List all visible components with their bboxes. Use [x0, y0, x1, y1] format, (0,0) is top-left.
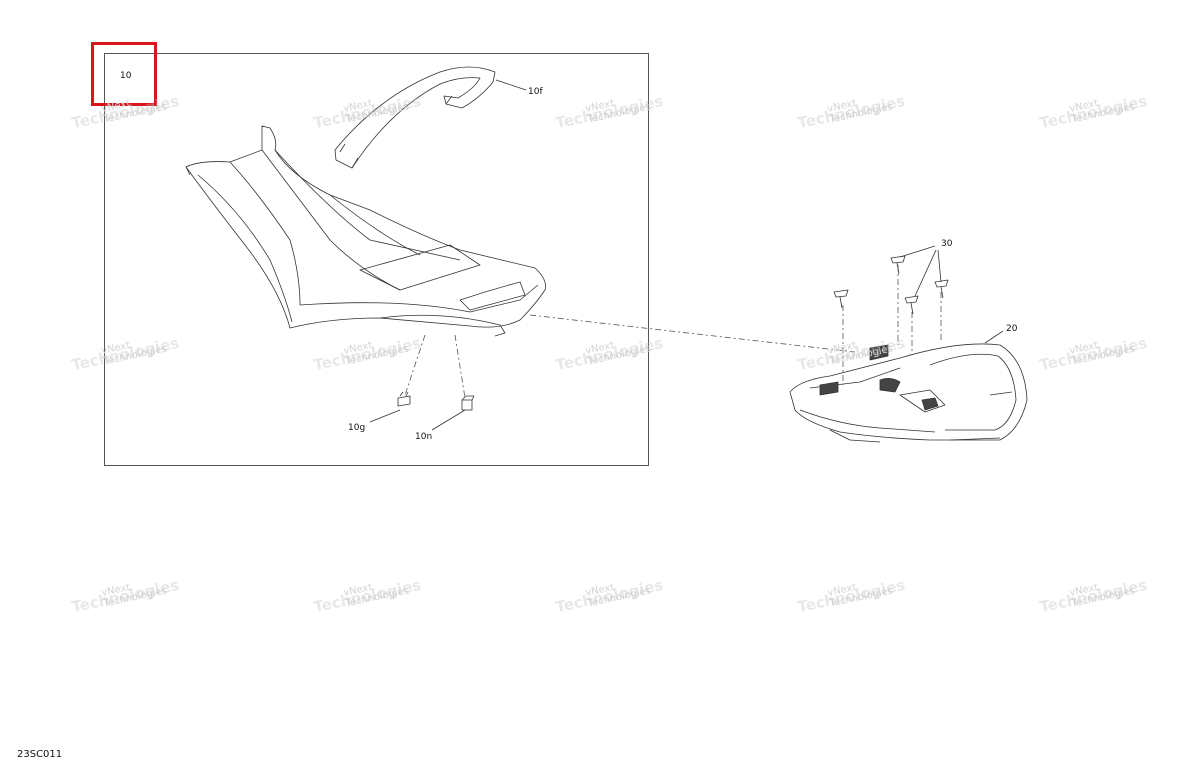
diagram-code: 23SC011 [17, 749, 63, 760]
screw-30b[interactable] [890, 255, 906, 275]
callout-30[interactable]: 30 [941, 239, 953, 249]
callout-10g[interactable]: 10g [348, 423, 366, 433]
screw-30d[interactable] [934, 279, 949, 299]
screw-30a[interactable] [833, 289, 849, 309]
highlighted-item-box[interactable]: 10 [91, 42, 157, 106]
seat-part[interactable] [185, 125, 546, 337]
rack-part[interactable] [789, 343, 1028, 443]
clip-10n[interactable] [461, 395, 475, 411]
strap-part[interactable] [334, 66, 496, 169]
highlighted-item-label: 10 [120, 71, 132, 81]
callout-10f[interactable]: 10f [528, 87, 543, 97]
clip-10g[interactable] [397, 391, 411, 407]
screw-30c[interactable] [904, 295, 919, 315]
callout-20[interactable]: 20 [1006, 324, 1018, 334]
group-frame [104, 53, 649, 466]
callout-10n[interactable]: 10n [415, 432, 433, 442]
